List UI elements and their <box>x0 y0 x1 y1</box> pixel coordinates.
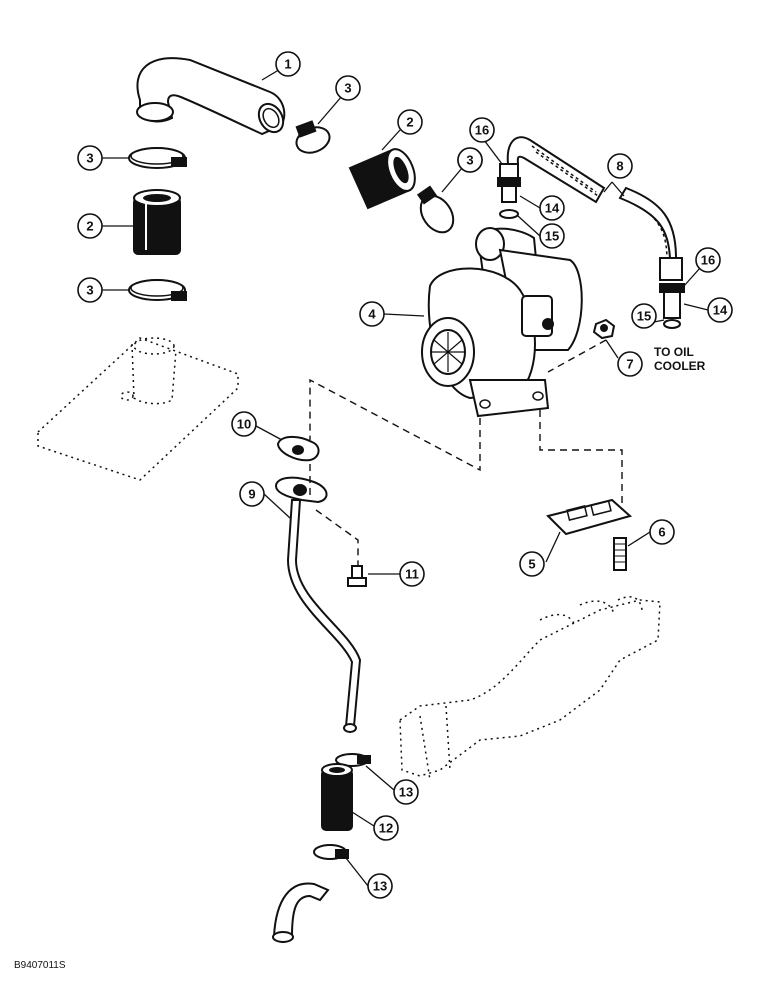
callout: 4 <box>359 301 385 327</box>
callout-label: 12 <box>379 821 393 836</box>
callout-label: 16 <box>475 123 489 138</box>
callout-label: 2 <box>406 115 413 130</box>
oil-line-hose <box>506 136 683 281</box>
callout-label: 15 <box>637 309 651 324</box>
exhaust-manifold-reference <box>399 596 661 781</box>
figure-code: B9407011S <box>14 960 66 971</box>
callout: 16 <box>469 117 495 143</box>
callout: 15 <box>539 223 565 249</box>
hose-sleeve-middle <box>348 148 416 210</box>
callout: 11 <box>399 561 425 587</box>
callout-label: 14 <box>545 201 560 216</box>
hose-clamp-right <box>417 185 455 234</box>
callout: 2 <box>77 213 103 239</box>
callout: 16 <box>695 247 721 273</box>
callout: 14 <box>707 297 733 323</box>
callout-label: 8 <box>616 159 623 174</box>
alignment-lines <box>309 339 623 566</box>
manifold-gasket <box>546 498 633 536</box>
engine-plate-reference <box>37 337 239 481</box>
callout-label: 1 <box>284 57 291 72</box>
callout-label: 13 <box>373 879 387 894</box>
callout-label: 10 <box>237 417 251 432</box>
callout-label: 3 <box>86 151 93 166</box>
callout-label: 11 <box>405 567 419 582</box>
oil-fitting-lower <box>659 283 685 329</box>
callout-label: 9 <box>248 487 255 502</box>
callout: 3 <box>77 277 103 303</box>
callout-label: 3 <box>86 283 93 298</box>
callout-label: 14 <box>713 303 728 318</box>
hose-clamp-lower-upper <box>335 753 371 767</box>
hose-clamp-left-upper <box>128 147 187 169</box>
callout: 3 <box>457 147 483 173</box>
callout: 1 <box>275 51 301 77</box>
hose-clamp-left-lower <box>128 279 187 301</box>
callout: 13 <box>367 873 393 899</box>
callout-label: 13 <box>399 785 413 800</box>
callout: 6 <box>649 519 675 545</box>
callout: 3 <box>335 75 361 101</box>
stud <box>613 537 627 571</box>
callout: 7 <box>617 351 643 377</box>
callout: 13 <box>393 779 419 805</box>
callout: 3 <box>77 145 103 171</box>
callout-label: 5 <box>528 557 535 572</box>
turbocharger <box>421 227 583 418</box>
callout: 9 <box>239 481 265 507</box>
callout-label: 7 <box>626 357 633 372</box>
callout: 10 <box>231 411 257 437</box>
hose-sleeve-left <box>133 189 181 255</box>
callout-label: 15 <box>545 229 559 244</box>
drain-hose <box>321 763 353 831</box>
callout: 12 <box>373 815 399 841</box>
callout: 14 <box>539 195 565 221</box>
oil-fitting-upper <box>497 163 521 219</box>
oil-cooler-note-line2: COOLER <box>654 359 706 373</box>
oil-cooler-note-line1: TO OIL <box>654 345 694 359</box>
callout: 5 <box>519 551 545 577</box>
bolt <box>347 565 367 587</box>
oil-drain-tube <box>274 476 362 733</box>
leader-lines <box>102 67 709 887</box>
callout-label: 3 <box>344 81 351 96</box>
callout: 8 <box>607 153 633 179</box>
callout-label: 6 <box>658 525 665 540</box>
hose-clamp-lower-lower <box>313 844 349 860</box>
callout-label: 3 <box>466 153 473 168</box>
callout-label: 16 <box>701 253 715 268</box>
intake-elbow-tube <box>136 57 286 136</box>
nut <box>592 318 616 340</box>
callout: 15 <box>631 303 657 329</box>
hose-clamp-middle <box>295 120 331 154</box>
callout-label: 2 <box>86 219 93 234</box>
callout: 2 <box>397 109 423 135</box>
callout-label: 4 <box>368 307 376 322</box>
drain-gasket <box>276 436 320 462</box>
drain-elbow <box>272 882 330 943</box>
